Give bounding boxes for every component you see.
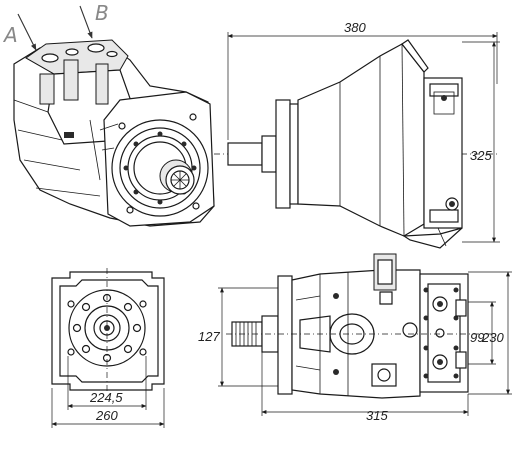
port-a-label: A: [2, 23, 18, 47]
port-arrows: A B: [2, 1, 109, 51]
port-b-label: B: [95, 1, 109, 25]
dim-top-shaft-height: 127: [198, 329, 220, 344]
dim-side-height: 325: [470, 148, 492, 163]
dim-front-bolt-spacing: 224,5: [89, 390, 123, 405]
dim-top-length: 315: [366, 408, 388, 423]
front-dimensions: 224,5 260: [51, 356, 165, 428]
top-view: [226, 253, 496, 399]
side-dimensions: 380 325: [227, 20, 500, 243]
dim-top-port-99: 99: [470, 330, 484, 345]
isometric-view: [13, 39, 215, 227]
side-view: [214, 39, 500, 249]
dim-front-width: 260: [95, 408, 118, 423]
front-view: [51, 268, 165, 394]
top-dimensions: 127 99 230 315: [198, 271, 512, 423]
dim-side-length: 380: [344, 20, 366, 35]
dim-top-port-230: 230: [481, 330, 504, 345]
